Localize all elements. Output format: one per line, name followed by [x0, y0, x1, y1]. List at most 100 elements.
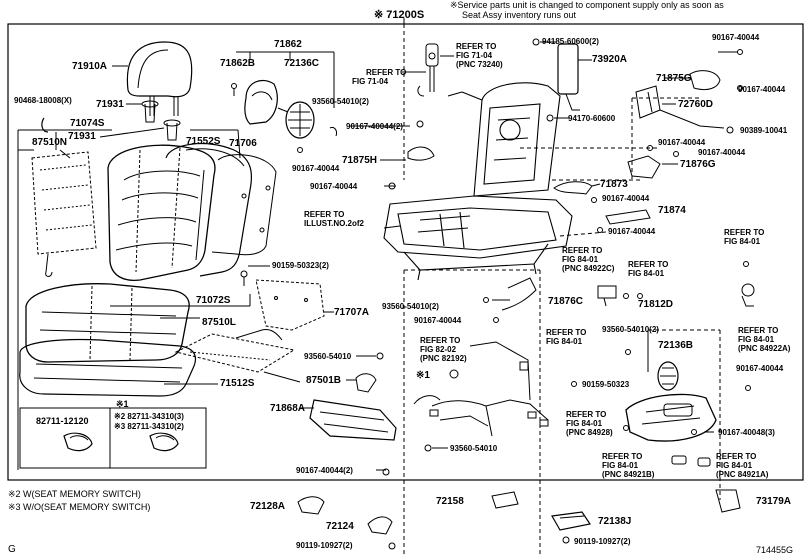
- refer-line: REFER TO: [562, 246, 603, 255]
- refer-block-fig84-01-pnc84922A[interactable]: REFER TO FIG 84-01 (PNC 84922A): [738, 326, 790, 353]
- part-label-71931-upper[interactable]: 71931: [96, 99, 124, 110]
- part-label-71876C[interactable]: 71876C: [548, 296, 584, 307]
- part-label-73179A[interactable]: 73179A: [756, 496, 792, 507]
- refer-block-fig84-01-pnc84921B[interactable]: REFER TO FIG 84-01 (PNC 84921B): [602, 452, 654, 479]
- rail-cover-front-drawing: [501, 277, 537, 311]
- part-label-94185-60600-2[interactable]: 94185-60600(2): [542, 37, 599, 46]
- part-label-93560-54010-2c[interactable]: 93560-54010(2): [602, 325, 659, 334]
- heater-pad-back-drawing: [31, 151, 97, 277]
- part-label-71552S[interactable]: 71552S: [186, 136, 221, 147]
- part-label-87510L[interactable]: 87510L: [202, 317, 236, 328]
- part-label-71910A[interactable]: 71910A: [72, 61, 108, 72]
- part-label-72136B[interactable]: 72136B: [658, 340, 694, 351]
- clip-inset-box: [19, 407, 207, 469]
- part-label-71868A[interactable]: 71868A: [270, 403, 306, 414]
- refer-line: REFER TO: [628, 260, 669, 269]
- part-label-71812D[interactable]: 71812D: [638, 299, 674, 310]
- side-cover-right-drawing: [625, 393, 717, 442]
- part-label-90119-10927-2b[interactable]: 90119-10927(2): [574, 537, 631, 546]
- headrest-drawing: [126, 41, 193, 116]
- part-label-90167-40048-3[interactable]: 90167-40048(3): [718, 428, 775, 437]
- part-label-90167-40044-2a[interactable]: 90167-40044(2): [346, 122, 403, 131]
- part-label-71862B[interactable]: 71862B: [220, 58, 256, 69]
- part-label-87501B[interactable]: 87501B: [306, 375, 342, 386]
- part-label-71875G[interactable]: 71875G: [656, 73, 692, 84]
- inset-part-82711-12120[interactable]: 82711-12120: [36, 416, 89, 426]
- refer-line: FIG 84-01: [716, 461, 753, 470]
- part-label-90167-40044-b[interactable]: 90167-40044: [310, 182, 358, 191]
- inset-part-82711-34310-wo[interactable]: ※3 82711-34310(2): [114, 422, 184, 431]
- part-label-93560-54010-c[interactable]: 93560-54010: [304, 352, 352, 361]
- knob-drawing: [285, 101, 315, 139]
- part-label-90167-40044-f[interactable]: 90167-40044: [698, 148, 746, 157]
- part-label-star1: ※1: [416, 370, 430, 381]
- part-label-90167-40044-e[interactable]: 90167-40044: [658, 138, 706, 147]
- refer-line: FIG 84-01: [566, 419, 603, 428]
- part-label-93560-54010-d[interactable]: 93560-54010: [450, 444, 498, 453]
- part-label-90119-10927-2a[interactable]: 90119-10927(2): [296, 541, 353, 550]
- part-label-90159-50323[interactable]: 90159-50323: [582, 380, 630, 389]
- part-label-71706[interactable]: 71706: [229, 138, 257, 149]
- part-label-90167-40044-j[interactable]: 90167-40044: [736, 364, 784, 373]
- seat-switch-knob-drawing: [657, 361, 679, 391]
- drawing-id: 714455G: [756, 545, 794, 555]
- part-label-72124[interactable]: 72124: [326, 521, 354, 532]
- part-label-71074S[interactable]: 71074S: [70, 118, 105, 129]
- rail-cover-rear-drawing: [715, 489, 741, 513]
- part-label-72158[interactable]: 72158: [436, 496, 464, 507]
- refer-line: (PNC 82192): [420, 354, 467, 363]
- refer-block-fig84-01-b[interactable]: REFER TO FIG 84-01: [724, 228, 764, 246]
- part-label-72760D[interactable]: 72760D: [678, 99, 714, 110]
- part-label-71874[interactable]: 71874: [658, 205, 686, 216]
- part-label-72136C[interactable]: 72136C: [284, 58, 320, 69]
- refer-block-fig71-04-pnc73240[interactable]: REFER TO FIG 71-04 (PNC 73240): [456, 42, 503, 69]
- refer-block-fig84-01-pnc84922C[interactable]: REFER TO FIG 84-01 (PNC 84922C): [562, 246, 614, 273]
- wire-harness-drawing: [413, 341, 549, 437]
- connector-drawing: [355, 373, 377, 393]
- inset-part-82711-34310-w[interactable]: ※2 82711-34310(3): [114, 412, 184, 421]
- seatback-cover-drawing: [107, 144, 216, 282]
- refer-block-fig84-01-c[interactable]: REFER TO FIG 84-01: [546, 328, 586, 346]
- part-label-93560-54010-2a[interactable]: 93560-54010(2): [312, 97, 369, 106]
- part-label-90167-40044-g[interactable]: 90167-40044: [602, 194, 650, 203]
- assembly-frame: [7, 23, 804, 481]
- part-label-90159-50323-2[interactable]: 90159-50323(2): [272, 261, 329, 270]
- refer-block-fig82-02[interactable]: REFER TO FIG 82-02 (PNC 82192): [420, 336, 467, 363]
- refer-block-fig84-01-a[interactable]: REFER TO FIG 84-01: [628, 260, 668, 278]
- seat-frame-drawing: [383, 82, 573, 281]
- part-label-90167-40044-c[interactable]: 90167-40044: [712, 33, 760, 42]
- part-label-71873[interactable]: 71873: [600, 179, 628, 190]
- part-label-71707A[interactable]: 71707A: [334, 307, 370, 318]
- part-label-94170-60600[interactable]: 94170-60600: [568, 114, 616, 123]
- refer-line: (PNC 73240): [456, 60, 503, 69]
- part-label-73920A[interactable]: 73920A: [592, 54, 628, 65]
- refer-block-illust-2of2[interactable]: REFER TO ILLUST.NO.2of2: [304, 210, 364, 228]
- part-label-90167-40044-a[interactable]: 90167-40044: [292, 164, 340, 173]
- part-label-71072S[interactable]: 71072S: [196, 295, 231, 306]
- part-label-90389-10041[interactable]: 90389-10041: [740, 126, 788, 135]
- part-label-71931-lower[interactable]: 71931: [68, 131, 96, 142]
- refer-block-fig84-01-pnc84928[interactable]: REFER TO FIG 84-01 (PNC 84928): [566, 410, 613, 437]
- part-label-71875H[interactable]: 71875H: [342, 155, 378, 166]
- part-label-90167-40044-2b[interactable]: 90167-40044(2): [296, 466, 353, 475]
- lumbar-switch-drawing: [557, 43, 580, 111]
- refer-line: REFER TO: [566, 410, 607, 419]
- clip-right-drawing: [149, 432, 179, 452]
- part-label-71862[interactable]: 71862: [274, 39, 302, 50]
- part-label-93560-54010-2b[interactable]: 93560-54010(2): [382, 302, 439, 311]
- refer-block-fig84-01-pnc84921A[interactable]: REFER TO FIG 84-01 (PNC 84921A): [716, 452, 768, 479]
- part-label-72138J[interactable]: 72138J: [598, 516, 632, 527]
- part-label-71876G[interactable]: 71876G: [680, 159, 716, 170]
- refer-block-fig71-04[interactable]: REFER TO FIG 71-04: [352, 68, 406, 86]
- part-label-90167-40044-h[interactable]: 90167-40044: [608, 227, 656, 236]
- part-label-90167-40044-i[interactable]: 90167-40044: [414, 316, 462, 325]
- part-label-90167-40044-d[interactable]: 90167-40044: [738, 85, 786, 94]
- part-label-71512S[interactable]: 71512S: [220, 378, 255, 389]
- refer-line: FIG 84-01: [738, 335, 775, 344]
- footnote-with-memory-switch: ※2 W(SEAT MEMORY SWITCH): [8, 489, 141, 499]
- part-label-87510N[interactable]: 87510N: [32, 137, 68, 148]
- part-label-72128A[interactable]: 72128A: [250, 501, 286, 512]
- seat-board-drawing: [255, 279, 325, 331]
- lower-shield-drawing: [627, 155, 661, 179]
- part-label-90468-18008[interactable]: 90468-18008(X): [14, 96, 72, 105]
